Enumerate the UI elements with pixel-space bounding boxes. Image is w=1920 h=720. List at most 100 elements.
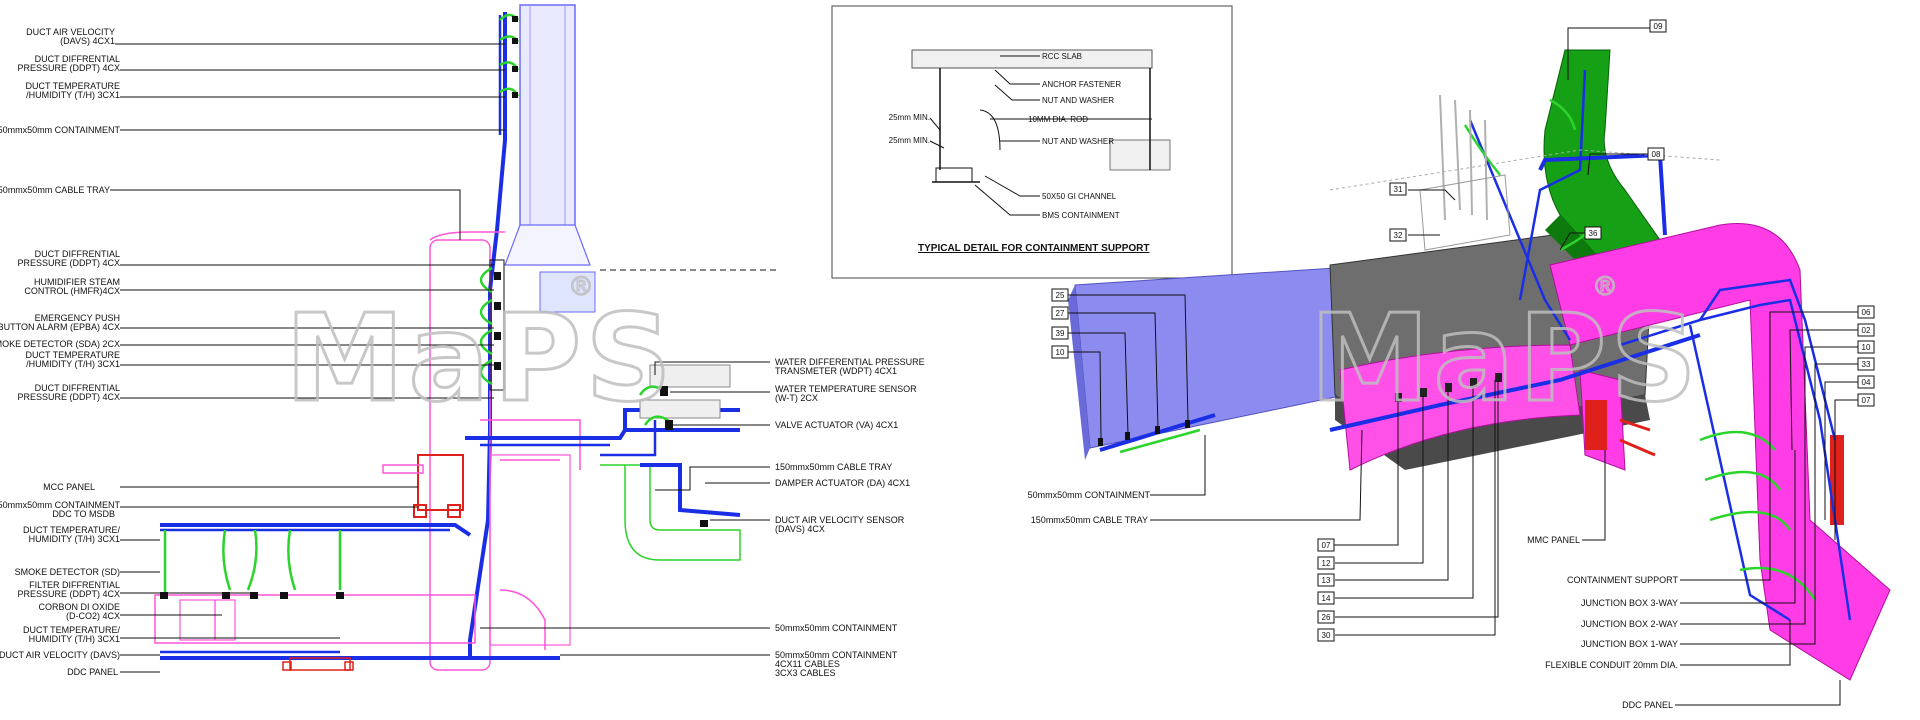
detail-anchor: ANCHOR FASTENER	[1042, 80, 1121, 89]
tag-36: 36	[1589, 229, 1598, 238]
tag-b26-box	[1317, 610, 1335, 624]
label-containment-cables-3: 3CX3 CABLES	[775, 668, 836, 678]
tag-36-box	[1584, 226, 1602, 240]
iso-label-ddc: DDC PANEL	[1622, 700, 1673, 710]
tag-31: 31	[1394, 185, 1403, 194]
label-ddpt2-1: DUCT DIFFRENTIAL	[35, 249, 120, 259]
label-filter-2: PRESSURE (DDPT) 4CX	[17, 589, 120, 599]
label-davs-sensor-2: (DAVS) 4CX	[775, 524, 825, 534]
iso-label-mmc: MMC PANEL	[1527, 535, 1580, 545]
tag-r10-box	[1857, 340, 1875, 354]
label-sd: SMOKE DETECTOR (SD)	[15, 567, 120, 577]
tag-09: 09	[1654, 22, 1663, 31]
iso-label-jb1: JUNCTION BOX 1-WAY	[1581, 639, 1678, 649]
watermark-left: MaPS ®	[284, 271, 676, 430]
label-containment-cables-1: 50mmx50mm CONTAINMENT	[775, 650, 898, 660]
label-co2-1: CORBON DI OXIDE	[38, 602, 120, 612]
label-wdpt-2: TRANSMETER (WDPT) 4CX1	[775, 366, 897, 376]
tag-32: 32	[1394, 231, 1403, 240]
tag-l27: 27	[1056, 309, 1065, 318]
watermark-text-right: MaPS	[1310, 290, 1701, 429]
tag-r04-box	[1857, 375, 1875, 389]
detail-min-1: 25mm MIN.	[889, 113, 930, 122]
watermark-text-left: MaPS	[285, 290, 676, 429]
iso-label-support: CONTAINMENT SUPPORT	[1567, 575, 1679, 585]
label-th4-2: HUMIDITY (T/H) 3CX1	[29, 634, 120, 644]
tag-r07: 07	[1862, 396, 1871, 405]
tag-l39-box	[1051, 326, 1069, 340]
detail-rcc-slab: RCC SLAB	[1042, 52, 1082, 61]
tag-l25: 25	[1056, 291, 1065, 300]
label-co2-2: (D-CO2) 4CX	[66, 611, 120, 621]
tag-b07-box	[1317, 538, 1335, 552]
label-filter-1: FILTER DIFFRENTIAL	[29, 580, 120, 590]
tag-r04: 04	[1862, 378, 1871, 387]
iso-label-jb2: JUNCTION BOX 2-WAY	[1581, 619, 1678, 629]
label-mcc-panel: MCC PANEL	[43, 482, 95, 492]
label-davs-1: DUCT AIR VELOCITY	[26, 27, 115, 37]
tag-r02-box	[1857, 323, 1875, 337]
label-th2-2: /HUMIDITY (T/H) 3CX1	[26, 359, 120, 369]
tag-31-box	[1389, 182, 1407, 196]
detail-min-2: 25mm MIN.	[889, 136, 930, 145]
tag-l10-box	[1051, 345, 1069, 359]
tag-b30-box	[1317, 628, 1335, 642]
label-davs-sensor-1: DUCT AIR VELOCITY SENSOR	[775, 515, 905, 525]
tag-r33-box	[1857, 357, 1875, 371]
label-ddpt3-2: PRESSURE (DDPT) 4CX	[17, 392, 120, 402]
label-containment-mid: 50mmx50mm CONTAINMENT	[775, 623, 898, 633]
label-th-2: /HUMIDITY (T/H) 3CX1	[26, 90, 120, 100]
label-cable-tray-mid: 150mmx50mm CABLE TRAY	[775, 462, 892, 472]
tag-l27-box	[1051, 306, 1069, 320]
label-epba-2: BUTTON ALARM (EPBA) 4CX	[0, 322, 120, 332]
label-containment-cables-2: 4CX11 CABLES	[775, 659, 840, 669]
tag-r06-box	[1857, 305, 1875, 319]
label-ddpt2-2: PRESSURE (DDPT) 4CX	[17, 258, 120, 268]
tag-r02: 02	[1862, 326, 1871, 335]
containment-support-detail: RCC SLAB ANCHOR FASTENER NUT AND WASHER …	[831, 5, 1233, 279]
detail-nut-washer-1: NUT AND WASHER	[1042, 96, 1114, 105]
detail-title: TYPICAL DETAIL FOR CONTAINMENT SUPPORT	[918, 243, 1149, 254]
tag-r06: 06	[1862, 308, 1871, 317]
label-ddpt3-1: DUCT DIFFRENTIAL	[35, 383, 120, 393]
iso-label-flex: FLEXIBLE CONDUIT 20mm DIA.	[1545, 660, 1678, 670]
tag-r33: 33	[1862, 360, 1871, 369]
label-th-1: DUCT TEMPERATURE	[25, 81, 120, 91]
detail-nut-washer-2: NUT AND WASHER	[1042, 137, 1114, 146]
label-cable-tray: 150mmx50mm CABLE TRAY	[0, 185, 110, 195]
label-da: DAMPER ACTUATOR (DA) 4CX1	[775, 478, 910, 488]
tag-b30: 30	[1322, 631, 1331, 640]
iso-label-tray: 150mmx50mm CABLE TRAY	[1031, 515, 1148, 525]
tag-08-box	[1647, 147, 1665, 161]
label-hmfr-1: HUMIDIFIER STEAM	[34, 277, 120, 287]
tag-r07-box	[1857, 393, 1875, 407]
tag-b12-box	[1317, 556, 1335, 570]
tag-l39: 39	[1056, 329, 1065, 338]
left-elevation: DUCT AIR VELOCITY (DAVS) 4CX1 DUCT DIFFR…	[0, 4, 925, 678]
iso-label-containment: 50mmx50mm CONTAINMENT	[1028, 490, 1151, 500]
tag-32-box	[1389, 228, 1407, 242]
tag-l25-box	[1051, 288, 1069, 302]
label-sda: SMOKE DETECTOR (SDA) 2CX	[0, 339, 120, 349]
label-epba-1: EMERGENCY PUSH	[35, 313, 120, 323]
label-ddpt-2: PRESSURE (DDPT) 4CX	[17, 63, 120, 73]
detail-bms: BMS CONTAINMENT	[1042, 211, 1120, 220]
label-va: VALVE ACTUATOR (VA) 4CX1	[775, 420, 898, 430]
label-containment-ddc-2: DDC TO MSDB	[52, 509, 115, 519]
detail-rod: 10MM DIA. ROD	[1028, 115, 1088, 124]
label-davs-2: (DAVS) 4CX1	[60, 36, 115, 46]
label-th3-1: DUCT TEMPERATURE/	[23, 525, 121, 535]
label-wdpt-1: WATER DIFFERENTIAL PRESSURE	[775, 357, 925, 367]
tag-b14: 14	[1322, 594, 1331, 603]
iso-label-jb3: JUNCTION BOX 3-WAY	[1581, 598, 1678, 608]
label-davs-bottom: DUCT AIR VELOCITY (DAVS)	[0, 650, 120, 660]
label-th4-1: DUCT TEMPERATURE/	[23, 625, 121, 635]
watermark-reg-right: ®	[1592, 272, 1618, 302]
label-ddc-panel: DDC PANEL	[67, 667, 118, 677]
tag-09-box	[1649, 19, 1667, 33]
label-wt-2: (W-T) 2CX	[775, 393, 818, 403]
tag-b26: 26	[1322, 613, 1331, 622]
label-containment: 50mmx50mm CONTAINMENT	[0, 125, 120, 135]
label-ddpt-1: DUCT DIFFRENTIAL	[35, 54, 120, 64]
tag-l10: 10	[1056, 348, 1065, 357]
